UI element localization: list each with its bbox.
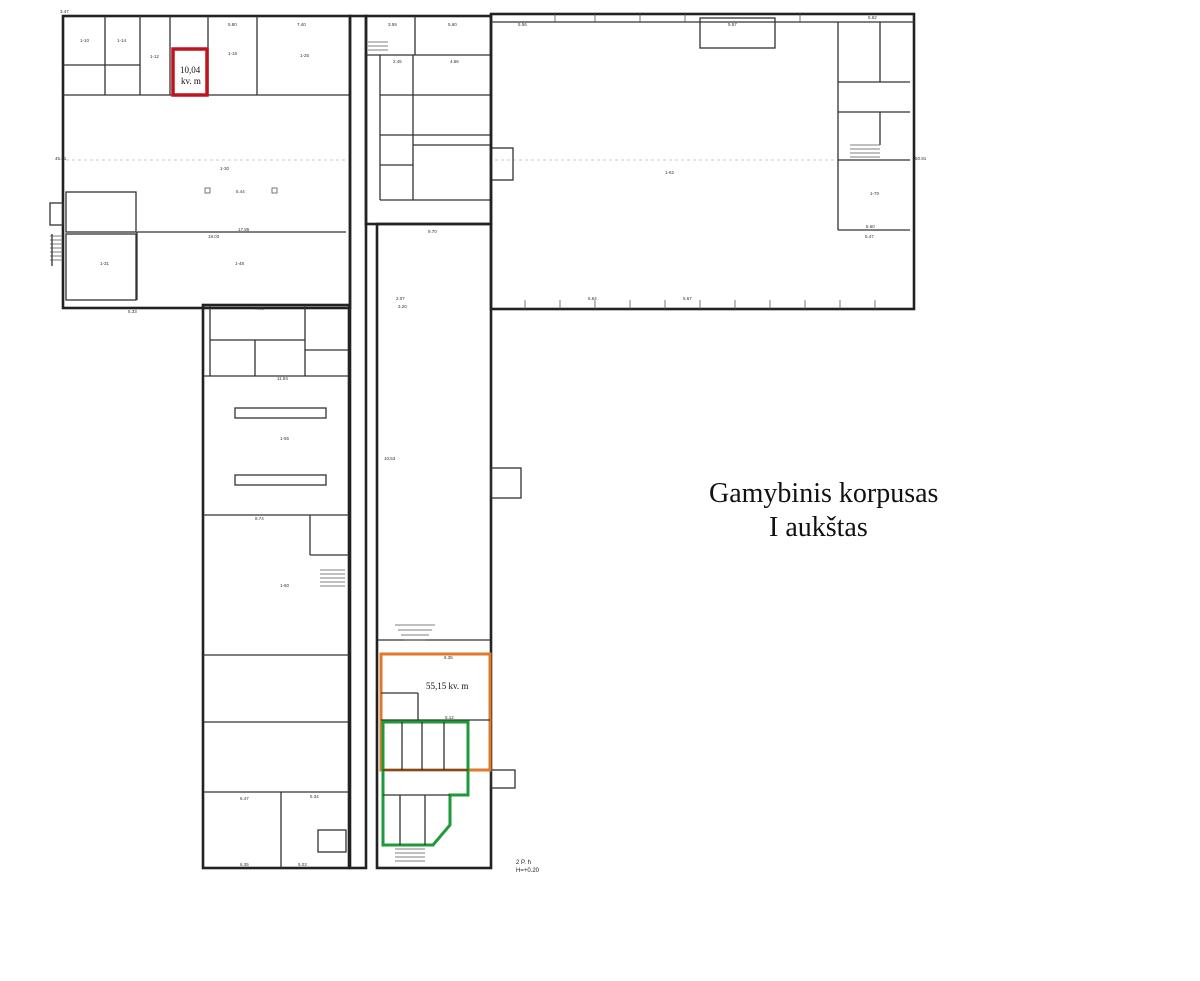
central-corridor <box>348 14 522 870</box>
window-marks <box>524 14 876 309</box>
dim-label: 10.53 <box>384 456 396 461</box>
dim-label: 11.94 <box>277 376 288 381</box>
dim-label: 2.45 <box>393 59 402 64</box>
south-west-block <box>201 303 425 870</box>
highlight-orange-unit[interactable]: 55,15 kv. m <box>379 652 492 772</box>
dim-label: 7.40 <box>297 22 306 27</box>
room-label: 1-10 <box>80 38 90 43</box>
room-labels: 1-10 1-14 1-12 1-16 1-25 1-30 1-31 1-48 … <box>80 38 880 588</box>
dimension-labels: 3.47 5.80 7.40 3.59 5.60 5.56 5.57 5.62 … <box>55 9 927 867</box>
red-unit-unit: kv. m <box>181 76 201 86</box>
dim-label: 5.33 <box>128 309 137 314</box>
room-label: 1-55 <box>280 436 290 441</box>
title-line1: Gamybinis korpusas <box>709 478 938 509</box>
dim-label: 5.62 <box>868 15 877 20</box>
dim-label: 5.56 <box>518 22 527 27</box>
dim-label: 6.47 <box>240 796 249 801</box>
orange-unit-area: 55,15 kv. m <box>426 681 468 691</box>
dim-label: 5.12 <box>445 715 454 720</box>
room-label: 1-70 <box>870 191 880 196</box>
highlight-red-unit[interactable]: 10,04 kv. m <box>171 47 209 97</box>
dim-label: 7.46 <box>255 306 264 311</box>
dim-label: 3.59 <box>388 22 397 27</box>
dim-label: 4.66 <box>450 59 459 64</box>
dim-label: 2.07 <box>396 296 405 301</box>
room-label: 1-16 <box>228 51 238 56</box>
room-label: 1-60 <box>280 583 290 588</box>
room-label: 1-31 <box>100 261 110 266</box>
dim-label: 3.47 <box>60 9 69 14</box>
room-label: 1-14 <box>117 38 127 43</box>
level-note: 2 P. h H=+0.20 <box>516 860 540 874</box>
dim-label: 5.80 <box>228 22 237 27</box>
dim-label: 18.03 <box>208 234 220 239</box>
room-label: 1-25 <box>300 53 310 58</box>
dim-label: 5.44 <box>236 189 245 194</box>
dim-label: 5.34 <box>310 794 319 799</box>
room-label: 1-48 <box>235 261 245 266</box>
highlight-green-unit[interactable] <box>381 720 470 847</box>
room-label: 1-12 <box>150 54 160 59</box>
plan-title: Gamybinis korpusas I aukštas <box>709 478 938 543</box>
dim-label: 50.91 <box>915 156 927 161</box>
dim-label: 9.70 <box>428 229 437 234</box>
title-line2: I aukštas <box>769 512 868 543</box>
dim-label: 3.20 <box>398 304 407 309</box>
dim-label: 5.47 <box>865 234 874 239</box>
room-label: 1-62 <box>665 170 675 175</box>
dim-label: 5.03 <box>298 862 307 867</box>
dim-label: 8.74 <box>255 516 264 521</box>
room-label: 1-30 <box>220 166 230 171</box>
level-note-line2: H=+0.20 <box>516 868 540 874</box>
dim-label: 5.60 <box>448 22 457 27</box>
dim-label: 5.67 <box>683 296 692 301</box>
dim-label: 5.64 <box>588 296 597 301</box>
level-note-line1: 2 P. h <box>516 860 531 866</box>
east-block <box>489 12 916 311</box>
red-unit-area: 10,04 <box>180 65 201 75</box>
dim-label: 5.57 <box>728 22 737 27</box>
dim-label: 6.35 <box>444 655 453 660</box>
dim-label: 5.60 <box>866 224 875 229</box>
dim-label: 17.86 <box>238 227 250 232</box>
dim-label: 6.35 <box>240 862 249 867</box>
west-block <box>49 14 352 310</box>
dim-label: 45.01 <box>55 156 67 161</box>
